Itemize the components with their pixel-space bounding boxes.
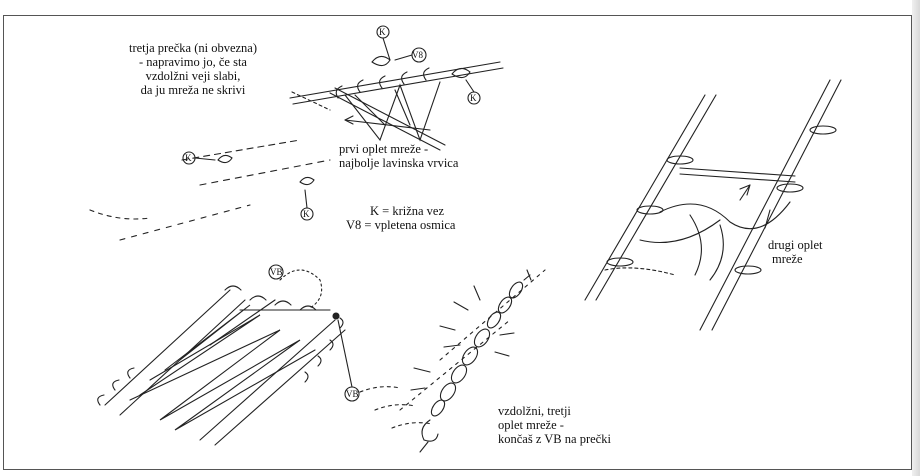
callout-v8-top: V8	[412, 48, 423, 62]
label-line: vzdolžni, tretji	[498, 404, 611, 418]
label-line: tretja prečka (ni obvezna)	[98, 41, 288, 55]
mesh-sketch	[98, 265, 359, 445]
callout-vb-top: VB	[270, 265, 283, 279]
callout-k-top: K	[379, 25, 386, 39]
first-weave-label: prvi oplet mreže - najbolje lavinska vrv…	[339, 142, 458, 170]
label-line: končaš z VB na prečki	[498, 432, 611, 446]
callout-k-left: K	[185, 151, 192, 165]
third-weave-label: vzdolžni, tretji oplet mreže - končaš z …	[498, 404, 611, 446]
label-line: drugi oplet	[768, 238, 823, 252]
label-line: da ju mreža ne skrivi	[98, 83, 288, 97]
label-line: - napravimo jo, če sta	[98, 55, 288, 69]
label-line: oplet mreže -	[498, 418, 611, 432]
legend-v8: V8 = vpletena osmica	[346, 218, 455, 232]
legend-k: K = križna vez	[346, 204, 455, 218]
label-line: mreže	[768, 252, 823, 266]
second-weave-label: drugi oplet mreže	[768, 238, 823, 266]
legend-label: K = križna vez V8 = vpletena osmica	[346, 204, 455, 232]
callout-k-bottom: K	[303, 207, 310, 221]
label-line: vzdolžni veji slabi,	[98, 69, 288, 83]
second-weave-sketch	[585, 80, 841, 330]
label-line: najbolje lavinska vrvica	[339, 156, 458, 170]
label-line: prvi oplet mreže -	[339, 142, 458, 156]
callout-k-right: K	[470, 91, 477, 105]
callout-vb-bottom: VB	[346, 387, 359, 401]
third-rung-label: tretja prečka (ni obvezna) - napravimo j…	[98, 41, 288, 97]
